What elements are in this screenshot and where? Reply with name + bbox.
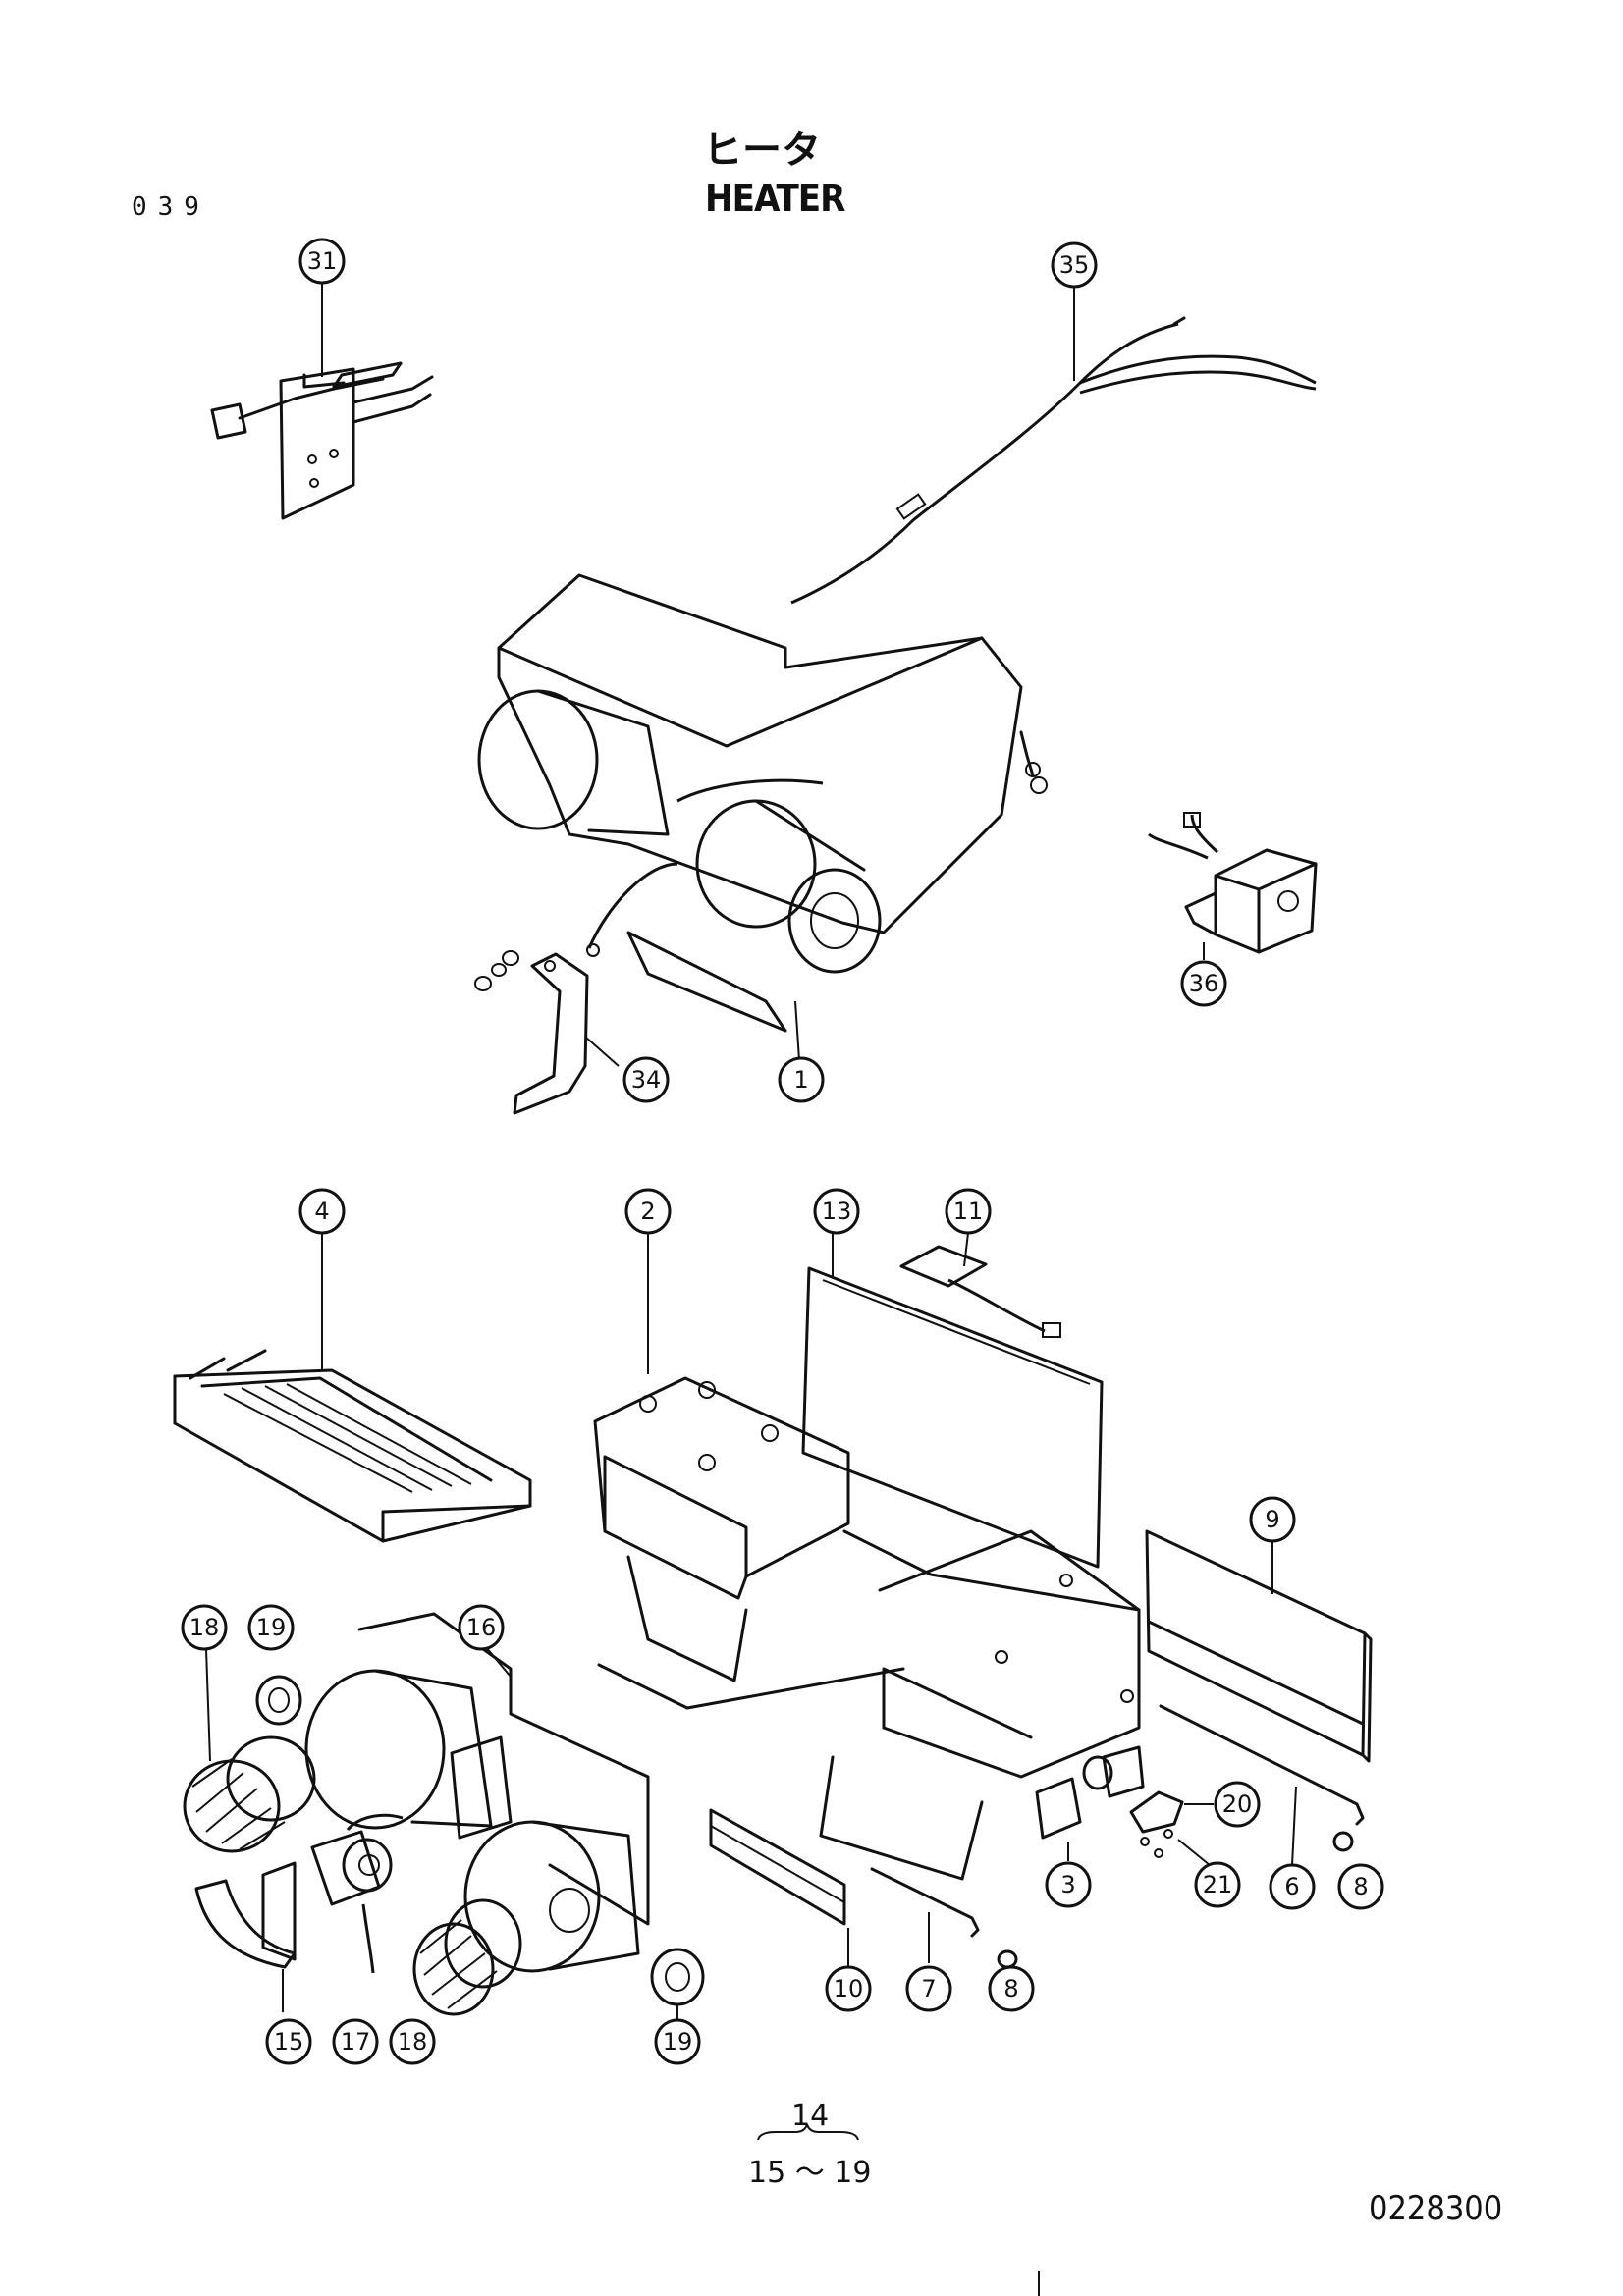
part-18-fan-lower bbox=[412, 1898, 522, 2016]
callout-36: 36 bbox=[1180, 960, 1227, 1007]
svg-text:34: 34 bbox=[631, 1066, 662, 1094]
page-code: 039 bbox=[132, 192, 210, 222]
svg-text:7: 7 bbox=[921, 1975, 936, 2002]
reference-range: 15 ～ 19 bbox=[748, 2156, 872, 2190]
callout-1: 1 bbox=[778, 1056, 825, 1103]
part-16-blower-housing bbox=[304, 1612, 650, 1973]
part-17-motor bbox=[310, 1813, 404, 1974]
reference-brace bbox=[757, 2123, 859, 2141]
part-13-cover-plate bbox=[801, 1233, 1104, 1569]
callout-8-lower: 8 bbox=[988, 1965, 1035, 2012]
part-35-wire-harness bbox=[790, 279, 1317, 605]
part-21-screws bbox=[1140, 1829, 1211, 1866]
part-31-bracket bbox=[210, 279, 434, 520]
callout-35: 35 bbox=[1051, 241, 1098, 289]
part-10-strip bbox=[709, 1808, 849, 1967]
svg-text:19: 19 bbox=[256, 1614, 287, 1641]
svg-text:8: 8 bbox=[1003, 1975, 1018, 2002]
svg-text:18: 18 bbox=[189, 1614, 220, 1641]
part-1-heater-assembly bbox=[477, 573, 1048, 1061]
svg-text:10: 10 bbox=[834, 1975, 864, 2002]
part-6-rod bbox=[1159, 1704, 1365, 1866]
part-19-ring-upper bbox=[255, 1675, 302, 1726]
svg-text:21: 21 bbox=[1203, 1871, 1233, 1898]
svg-text:18: 18 bbox=[398, 2028, 428, 2056]
callout-2: 2 bbox=[624, 1188, 672, 1235]
callout-9: 9 bbox=[1249, 1496, 1296, 1543]
part-8-cap-lower bbox=[997, 1949, 1018, 1969]
callout-19-lower: 19 bbox=[654, 2018, 701, 2065]
document-code: 0228300 bbox=[1369, 2189, 1503, 2228]
callout-34: 34 bbox=[622, 1056, 670, 1103]
part-15-clamp bbox=[194, 1861, 297, 2012]
callout-18-lower: 18 bbox=[389, 2018, 436, 2065]
callout-11: 11 bbox=[945, 1188, 992, 1235]
part-36-relay bbox=[1148, 812, 1318, 960]
callout-3: 3 bbox=[1045, 1861, 1092, 1908]
part-7-rod bbox=[870, 1867, 980, 1963]
part-11-switch bbox=[899, 1232, 1061, 1338]
part-34-bracket bbox=[474, 950, 620, 1115]
callout-13: 13 bbox=[813, 1188, 860, 1235]
callout-10: 10 bbox=[825, 1965, 872, 2012]
title-english: HEATER bbox=[705, 177, 845, 220]
callout-20: 20 bbox=[1214, 1781, 1261, 1828]
callout-7: 7 bbox=[905, 1965, 952, 2012]
svg-text:6: 6 bbox=[1284, 1873, 1299, 1900]
svg-text:2: 2 bbox=[640, 1198, 655, 1225]
svg-text:13: 13 bbox=[822, 1198, 852, 1225]
part-20-lever bbox=[1129, 1790, 1214, 1834]
callout-16: 16 bbox=[458, 1604, 505, 1651]
svg-text:31: 31 bbox=[307, 247, 338, 275]
callout-18-upper: 18 bbox=[181, 1604, 228, 1651]
svg-text:15: 15 bbox=[274, 2028, 304, 2056]
svg-text:11: 11 bbox=[953, 1198, 984, 1225]
reference-number: 14 bbox=[791, 2099, 830, 2133]
callout-31: 31 bbox=[298, 238, 346, 285]
svg-text:35: 35 bbox=[1059, 251, 1090, 279]
svg-text:4: 4 bbox=[314, 1198, 329, 1225]
title-japanese: ヒータ bbox=[703, 128, 821, 173]
svg-text:36: 36 bbox=[1189, 970, 1219, 997]
svg-text:16: 16 bbox=[466, 1614, 497, 1641]
svg-text:1: 1 bbox=[793, 1066, 808, 1094]
callout-4: 4 bbox=[298, 1188, 346, 1235]
part-3-outlet bbox=[1035, 1745, 1145, 1861]
svg-text:20: 20 bbox=[1222, 1790, 1253, 1818]
callout-8-right: 8 bbox=[1337, 1863, 1384, 1910]
callout-15: 15 bbox=[265, 2018, 312, 2065]
svg-text:17: 17 bbox=[341, 2028, 371, 2056]
svg-text:8: 8 bbox=[1353, 1873, 1368, 1900]
part-19-ring-lower bbox=[650, 1948, 705, 2020]
part-18-fan-upper bbox=[183, 1648, 316, 1853]
part-2-heater-case bbox=[593, 1233, 1141, 1881]
part-4-heater-core bbox=[173, 1233, 532, 1543]
svg-text:3: 3 bbox=[1060, 1871, 1075, 1898]
callout-6: 6 bbox=[1269, 1863, 1316, 1910]
svg-text:19: 19 bbox=[663, 2028, 693, 2056]
callout-19-upper: 19 bbox=[247, 1604, 295, 1651]
part-9-filter bbox=[1145, 1529, 1373, 1763]
svg-text:9: 9 bbox=[1265, 1506, 1279, 1533]
callout-21: 21 bbox=[1194, 1861, 1241, 1908]
callout-17: 17 bbox=[332, 2018, 379, 2065]
part-8-cap-right bbox=[1332, 1831, 1354, 1852]
